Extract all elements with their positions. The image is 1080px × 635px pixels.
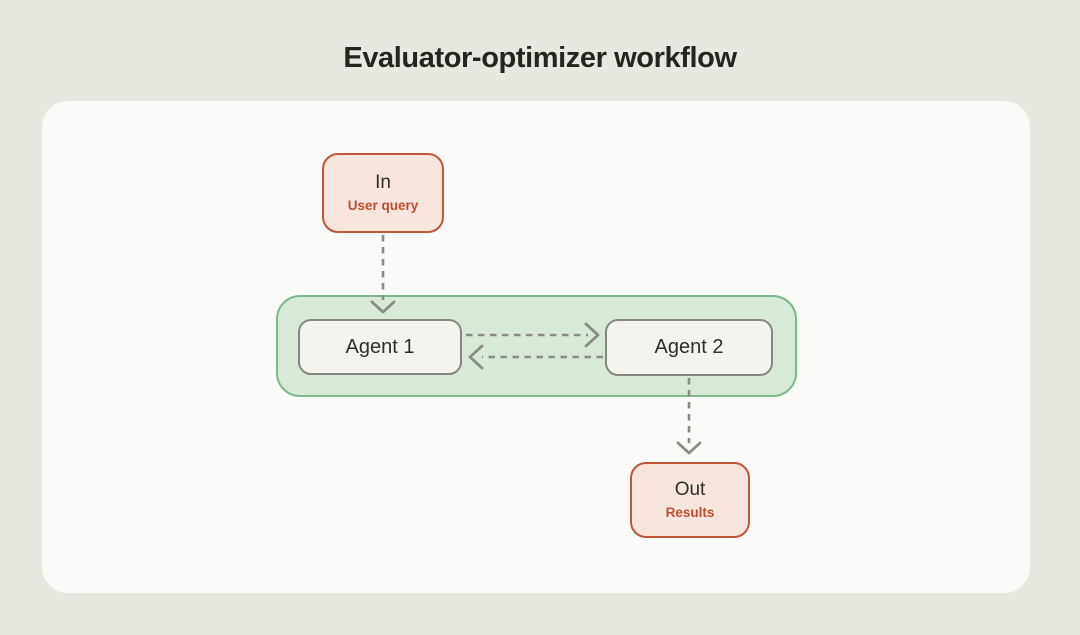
node-agent2-label: Agent 2 [654, 336, 724, 358]
node-in-title: In [375, 172, 391, 193]
node-out-subtitle: Results [665, 505, 715, 520]
diagram-title: Evaluator-optimizer workflow [343, 42, 737, 74]
node-agent1-label: Agent 1 [345, 335, 415, 358]
node-agent1: Agent 1 [298, 319, 462, 375]
node-in-subtitle: User query [347, 198, 419, 213]
node-out: Out Results [630, 462, 750, 538]
node-agent2: Agent 2 [605, 319, 773, 376]
node-in: In User query [322, 153, 444, 233]
node-out-title: Out [674, 479, 706, 500]
